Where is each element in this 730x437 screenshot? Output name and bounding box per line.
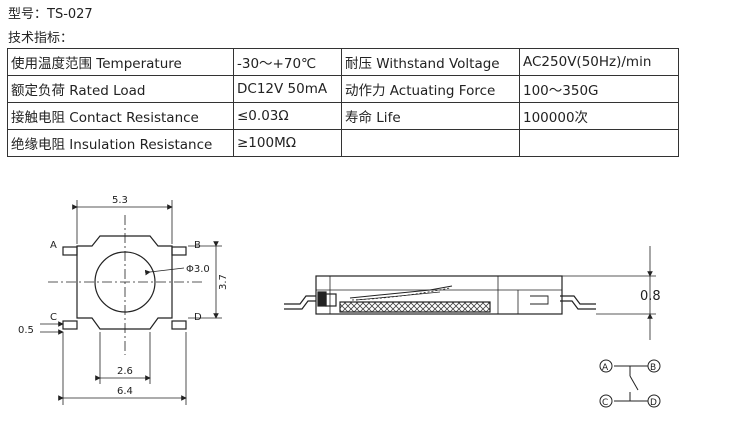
circuit-label-d: D xyxy=(650,398,657,408)
dim-diameter-label: Φ3.0 xyxy=(186,264,210,275)
dim-width-label: 5.3 xyxy=(112,195,128,206)
pin-label-b: B xyxy=(194,240,201,251)
side-view-drawing xyxy=(284,246,656,340)
spec-label: 接触电阻 Contact Resistance xyxy=(7,102,234,130)
spec-table: 使用温度范围 Temperature -30～+70℃ 耐压 Withstand… xyxy=(7,48,679,157)
spec-label: 动作力 Actuating Force xyxy=(341,75,520,103)
pin-label-a: A xyxy=(50,240,57,251)
circuit-pin-b xyxy=(647,359,661,373)
pin-label-c: C xyxy=(50,312,57,323)
dim-inner-label: 2.6 xyxy=(117,366,133,377)
spec-label xyxy=(341,129,520,157)
terminal-b xyxy=(171,246,187,256)
circuit-pin-d xyxy=(647,394,661,408)
table-row: 额定负荷 Rated Load DC12V 50mA 动作力 Actuating… xyxy=(7,75,679,103)
spec-label: 额定负荷 Rated Load xyxy=(7,75,234,103)
spec-label: 绝缘电阻 Insulation Resistance xyxy=(7,129,234,157)
circuit-label-c: C xyxy=(602,398,608,408)
spec-value: ≥100MΩ xyxy=(233,129,342,157)
spec-value: AC250V(50Hz)/min xyxy=(519,48,679,76)
model-number: 型号：TS-027 xyxy=(8,7,93,22)
spec-heading: 技术指标： xyxy=(8,31,74,46)
table-row: 使用温度范围 Temperature -30～+70℃ 耐压 Withstand… xyxy=(7,48,679,76)
circuit-pin-a xyxy=(599,359,613,373)
pin-label-d: D xyxy=(194,312,202,323)
table-row: 绝缘电阻 Insulation Resistance ≥100MΩ xyxy=(7,129,679,157)
side-body xyxy=(315,275,563,315)
dim-overall-label: 6.4 xyxy=(117,386,133,397)
spec-value: ≤0.03Ω xyxy=(233,102,342,130)
circuit-pin-c xyxy=(599,394,613,408)
terminal-d xyxy=(171,320,187,330)
dim-offset-label: 0.5 xyxy=(18,325,34,336)
spec-value: DC12V 50mA xyxy=(233,75,342,103)
spec-label: 耐压 Withstand Voltage xyxy=(341,48,520,76)
dim-height-label: 3.7 xyxy=(218,274,229,290)
circuit-label-a: A xyxy=(602,363,609,373)
circuit-schematic xyxy=(599,359,661,408)
top-view-drawing xyxy=(40,200,222,405)
spec-value xyxy=(519,129,679,157)
spec-label: 使用温度范围 Temperature xyxy=(7,48,234,76)
circuit-label-b: B xyxy=(650,363,656,373)
dim-thickness-label: 0.8 xyxy=(640,289,661,304)
terminal-c xyxy=(62,320,78,330)
side-base-hatch xyxy=(339,301,491,313)
switch-body-outline xyxy=(76,235,173,330)
spec-value: 100～350G xyxy=(519,75,679,103)
terminal-a xyxy=(62,246,78,256)
